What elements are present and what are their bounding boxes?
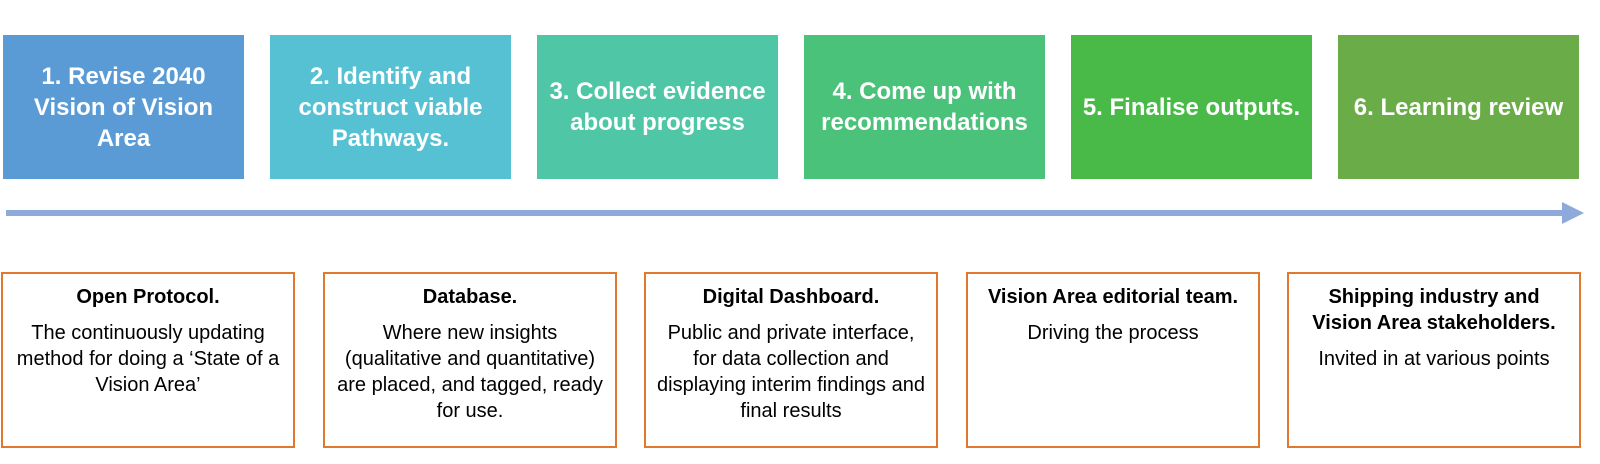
info-box-digital-dashboard: Digital Dashboard. Public and private in… bbox=[644, 272, 938, 448]
info-box-stakeholders: Shipping industry and Vision Area stakeh… bbox=[1287, 272, 1581, 448]
step-1-label: 1. Revise 2040 Vision of Vision Area bbox=[33, 62, 214, 152]
info-box-body: Driving the process bbox=[1027, 322, 1199, 344]
info-box-body: The continuously updating method for doi… bbox=[16, 322, 280, 396]
timeline-arrow bbox=[6, 202, 1584, 224]
step-4-label: 4. Come up with recommendations bbox=[821, 78, 1028, 136]
info-box-body: Invited in at various points bbox=[1318, 348, 1550, 370]
step-1-revise-vision: 1. Revise 2040 Vision of Vision Area bbox=[3, 35, 244, 179]
info-box-title: Database. bbox=[422, 286, 518, 308]
info-box-title: Vision Area editorial team. bbox=[987, 286, 1239, 308]
info-box-title: Digital Dashboard. bbox=[702, 286, 880, 308]
step-2-identify-pathways: 2. Identify and construct viable Pathway… bbox=[270, 35, 511, 179]
info-box-body: Where new insights (qualitative and quan… bbox=[337, 322, 603, 422]
info-box-title: Shipping industry and Vision Area stakeh… bbox=[1312, 286, 1556, 334]
step-3-label: 3. Collect evidence about progress bbox=[549, 78, 766, 136]
step-3-collect-evidence: 3. Collect evidence about progress bbox=[537, 35, 778, 179]
info-box-database: Database. Where new insights (qualitativ… bbox=[323, 272, 617, 448]
info-box-title: Open Protocol. bbox=[76, 286, 220, 308]
step-2-label: 2. Identify and construct viable Pathway… bbox=[298, 62, 483, 152]
info-box-editorial-team: Vision Area editorial team. Driving the … bbox=[966, 272, 1260, 448]
step-4-recommendations: 4. Come up with recommendations bbox=[804, 35, 1045, 179]
timeline-arrow-head bbox=[1562, 202, 1584, 224]
info-box-body: Public and private interface, for data c… bbox=[657, 322, 925, 422]
step-6-label: 6. Learning review bbox=[1353, 93, 1564, 121]
step-5-finalise-outputs: 5. Finalise outputs. bbox=[1071, 35, 1312, 179]
info-box-open-protocol: Open Protocol. The continuously updating… bbox=[1, 272, 295, 448]
step-5-label: 5. Finalise outputs. bbox=[1082, 93, 1301, 121]
step-6-learning-review: 6. Learning review bbox=[1338, 35, 1579, 179]
